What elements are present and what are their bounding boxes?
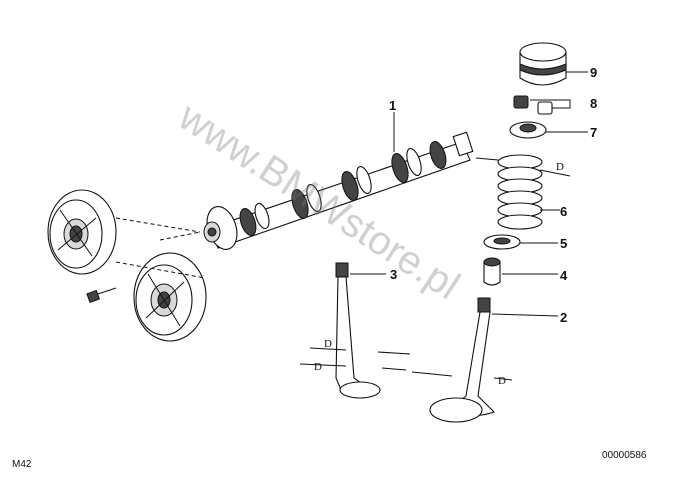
bucket-tappet[interactable] xyxy=(519,42,567,86)
callout-9: 9 xyxy=(590,65,597,80)
dimension-label-d1: D xyxy=(324,338,332,350)
dimension-label-d4: D xyxy=(556,161,564,173)
callout-8: 8 xyxy=(590,96,597,111)
valve-exhaust[interactable] xyxy=(429,297,496,423)
dimension-marks xyxy=(299,157,571,381)
callout-2: 2 xyxy=(560,310,567,325)
valve-spring[interactable] xyxy=(497,154,543,230)
callout-6: 6 xyxy=(560,204,567,219)
spring-retainer[interactable] xyxy=(509,121,547,139)
valve-intake[interactable] xyxy=(335,262,381,399)
footer-code-right: 00000586 xyxy=(602,450,647,461)
valve-stem-seal[interactable] xyxy=(483,257,501,286)
dimension-label-d2: D xyxy=(314,361,322,373)
callout-5: 5 xyxy=(560,236,567,251)
callout-3: 3 xyxy=(390,267,397,282)
camshaft[interactable] xyxy=(202,131,474,253)
callout-1: 1 xyxy=(389,98,396,113)
spring-seat[interactable] xyxy=(483,234,521,250)
bolt[interactable] xyxy=(86,287,117,304)
watermark: www.BMWstore.pl xyxy=(170,94,467,308)
callout-7: 7 xyxy=(590,125,597,140)
footer-code-left: M42 xyxy=(12,459,32,470)
dimension-label-d3: D xyxy=(498,375,506,387)
assembly-guide-lines xyxy=(115,217,206,279)
sprocket-front[interactable] xyxy=(133,252,207,342)
callout-4: 4 xyxy=(560,268,568,283)
valve-keepers[interactable] xyxy=(513,95,553,115)
sprocket-rear[interactable] xyxy=(47,189,117,275)
leader-lines xyxy=(350,71,588,317)
